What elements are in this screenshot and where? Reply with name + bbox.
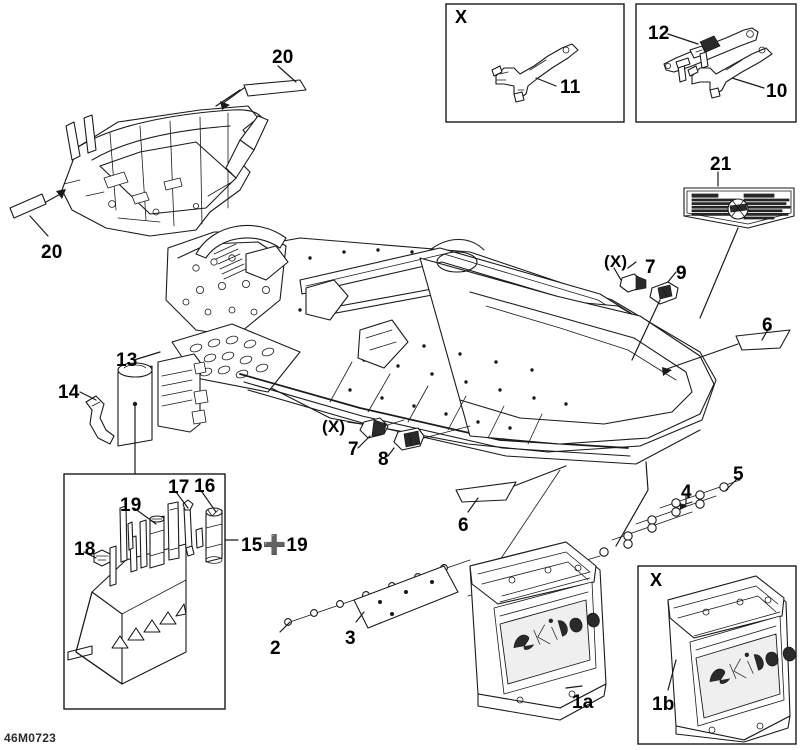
strap-14-art [79,391,115,445]
tool-holder-13-art [117,351,209,473]
inset-marker-x-flap1b: X [650,570,663,590]
callout-6-left: 6 [458,515,469,536]
tunnel-assembly-art [61,105,269,237]
toolkit-box-art [63,471,239,710]
callout-7-upper: 7 [645,257,656,278]
callout-12: 12 [648,23,670,44]
footrest-perforations [185,335,275,379]
inset-box-1b-art [637,565,797,745]
callout-3: 3 [345,628,356,649]
callout-7-lower: 7 [348,439,359,460]
decal-21-art [683,171,795,319]
callout-14: 14 [58,382,80,403]
reflector-20-upper-art [215,65,307,110]
callout-x-lower: (X) [322,417,346,436]
callout-10: 10 [766,81,788,102]
callout-18: 18 [74,539,96,560]
callout-13: 13 [116,350,138,371]
inset-box-10-12-art [635,3,797,123]
fastener-8-art [387,425,471,457]
callout-6-right: 6 [762,315,773,336]
callout-20-left: 20 [41,242,63,263]
rivets-4-5-art [467,461,741,597]
skidoo-script-1b [709,646,796,684]
callout-1a: 1a [572,692,594,713]
callout-1b: 1b [652,694,675,715]
callout-21: 21 [710,154,732,175]
reflector-6-right-art [662,325,791,376]
callout-16: 16 [194,476,216,497]
callout-8: 8 [378,449,389,470]
skidoo-script-1a [513,612,600,650]
callout-x-upper: (X) [604,252,628,271]
callout-9: 9 [676,263,687,284]
chassis-frame-art [165,224,717,465]
callout-20-top: 20 [272,47,294,68]
callout-5: 5 [733,464,744,485]
callout-11: 11 [560,77,581,98]
fastener-7-lower-art [347,417,405,449]
retainer-plate-3-art [353,565,459,629]
callout-19: 19 [120,495,142,516]
callout-17: 17 [168,477,190,498]
drawing-number: 46M0723 [4,731,57,745]
fastener-7-upper-art [613,261,647,293]
callout-4: 4 [681,482,692,503]
coil-spring-art [213,243,247,280]
fastener-9-art [631,271,679,361]
inset-marker-x-tool11: X [455,7,468,27]
reflector-20-lower-art [9,189,66,237]
callout-15-to-19: 15➕19 [241,535,308,556]
inset-box-11-art [445,3,625,123]
snow-flap-1a-art [469,541,607,721]
callout-2: 2 [270,638,281,659]
reflector-6-left-art [455,465,567,513]
